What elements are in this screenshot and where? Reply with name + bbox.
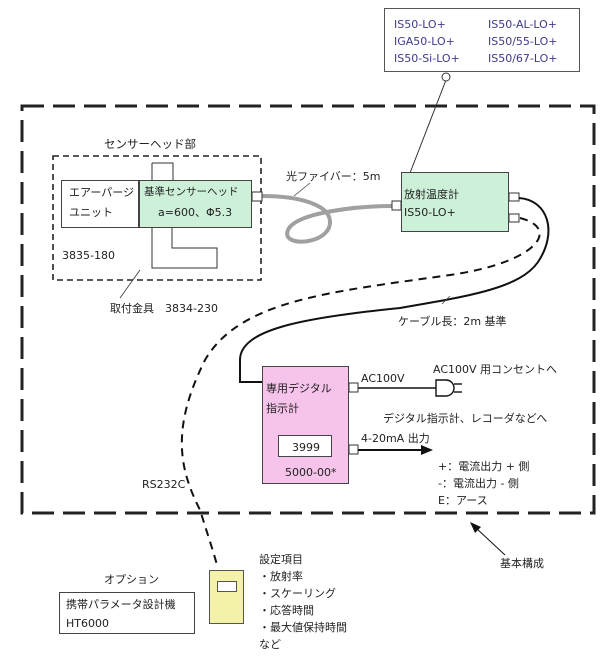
standard-head-spec: a=600、Φ5.3 <box>158 206 233 219</box>
thermometer-label-1: 放射温度計 <box>404 188 459 201</box>
model-leader <box>409 79 447 174</box>
indicator-display <box>278 435 332 457</box>
sensor-part-no: 3835-180 <box>62 249 115 262</box>
cable-leader <box>441 295 451 305</box>
thermo-conn-2 <box>508 213 520 223</box>
rs232c-link <box>180 217 541 569</box>
basic-config-label: 基本構成 <box>500 557 544 570</box>
model-5: IS50-Si-LO+ <box>394 52 460 65</box>
model-6: IS50/67-LO+ <box>488 52 558 65</box>
fiber-label: 光ファイバー：5m <box>286 170 381 183</box>
cable-length-label: ケーブル長：2m 基準 <box>398 315 507 328</box>
indicator-label-1: 専用デジタル <box>266 382 332 395</box>
signal-cable <box>239 197 550 383</box>
model-3: IGA50-LO+ <box>394 35 455 48</box>
digital-indicator <box>262 366 349 484</box>
settings-item-2: ・スケーリング <box>259 587 336 600</box>
mounting-bracket <box>151 162 218 269</box>
option-device-label-2: HT6000 <box>66 617 109 630</box>
indicator-display-value: 3999 <box>292 441 320 454</box>
settings-title: 設定項目 <box>259 553 303 566</box>
indicator-part-no: 5000-00* <box>285 466 337 479</box>
sensor-head-title: センサーヘッド部 <box>104 137 196 151</box>
fiber-leader <box>293 182 311 197</box>
air-purge-label-1: エアーパージ <box>69 186 135 199</box>
basic-config-frame <box>20 104 596 515</box>
outlet-label: AC100V 用コンセントへ <box>433 363 558 376</box>
terminal-plus: +：電流出力 + 側 <box>438 460 530 473</box>
thermometer-label-2: IS50-LO+ <box>404 206 456 219</box>
sensor-head-frame <box>52 155 262 281</box>
model-4: IS50/55-LO+ <box>488 35 558 48</box>
model-1: IS50-LO+ <box>394 18 446 31</box>
rs232c-label: RS232C <box>142 478 186 491</box>
option-device-label-1: 携帯パラメータ設計機 <box>66 598 176 611</box>
ac-plug <box>435 379 455 397</box>
model-list-box <box>384 8 580 72</box>
bracket-label: 取付金具 3834-230 <box>110 302 218 315</box>
option-title: オプション <box>104 573 159 586</box>
handheld-device <box>209 570 244 624</box>
option-device-box <box>59 592 195 634</box>
indicator-label-2: 指示計 <box>266 402 299 415</box>
head-connector <box>251 191 263 202</box>
ac-label: AC100V <box>361 372 405 385</box>
basic-config-arrowhead <box>470 522 481 533</box>
terminal-earth: E：アース <box>438 494 488 507</box>
settings-item-1: ・放射率 <box>259 570 303 583</box>
model-connector <box>441 72 451 82</box>
settings-item-5: など <box>259 638 281 651</box>
optical-fiber <box>261 194 393 244</box>
basic-config-line <box>475 527 506 556</box>
radiation-thermometer <box>401 172 509 232</box>
settings-item-4: ・最大値保持時間 <box>259 621 347 634</box>
terminal-minus: -：電流出力 - 側 <box>438 477 519 490</box>
standard-sensor-head <box>139 180 252 228</box>
output-arrowhead <box>421 445 433 455</box>
output-destination: デジタル指示計、レコーダなどへ <box>383 412 548 425</box>
handheld-screen <box>217 581 237 592</box>
thermo-fiber-conn <box>391 200 402 211</box>
model-2: IS50-AL-LO+ <box>488 18 557 31</box>
settings-item-3: ・応答時間 <box>259 604 314 617</box>
standard-head-label: 基準センサーヘッド <box>144 186 239 198</box>
air-purge-label-2: ユニット <box>69 206 113 219</box>
indicator-out-conn <box>348 444 359 455</box>
indicator-ac-conn <box>348 382 359 393</box>
output-signal: 4-20mA 出力 <box>361 432 430 445</box>
air-purge-unit <box>61 180 139 228</box>
thermo-conn-1 <box>508 192 520 202</box>
bracket-leader <box>119 269 141 299</box>
